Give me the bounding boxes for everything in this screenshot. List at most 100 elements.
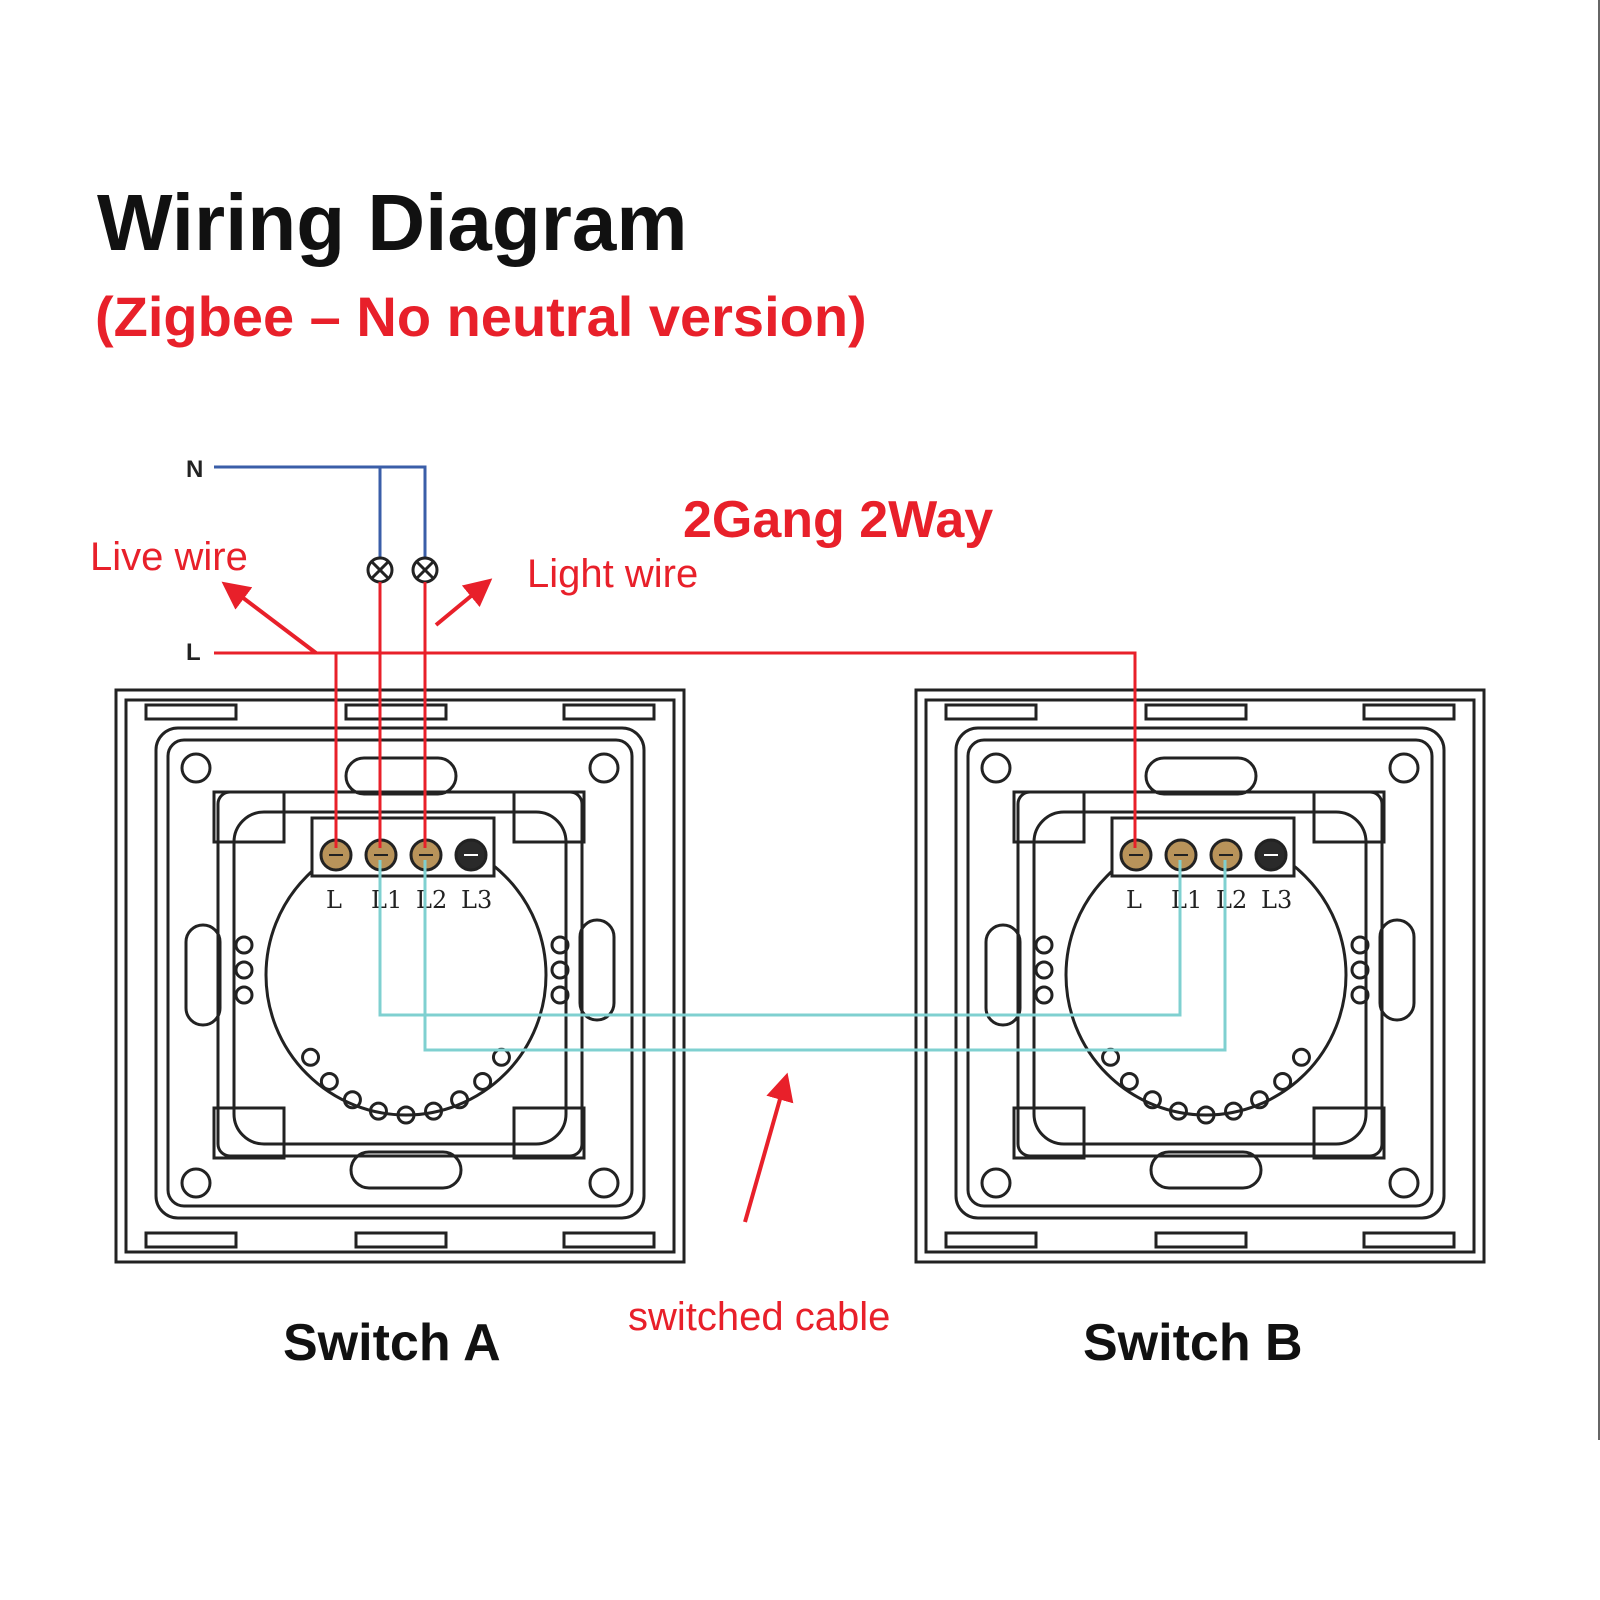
plate-clip	[1362, 1231, 1456, 1249]
side-bump	[550, 985, 570, 1005]
side-bump	[234, 960, 254, 980]
bottom-dimple	[301, 1047, 321, 1067]
plate-clip	[1144, 703, 1248, 721]
mounting-frame	[154, 726, 646, 1220]
plate-clip	[354, 1231, 448, 1249]
switched-cable-2	[423, 860, 1227, 1052]
bottom-dimple	[450, 1090, 470, 1110]
page-edge-line	[1598, 0, 1600, 1440]
module-tab	[512, 1106, 586, 1160]
screw-hole	[588, 752, 620, 784]
switch-module	[216, 790, 584, 1158]
bottom-dimple	[1168, 1101, 1188, 1121]
light-wire-annotation: Light wire	[527, 552, 698, 596]
side-bump	[1350, 985, 1370, 1005]
bottom-dimple	[1196, 1105, 1216, 1125]
switched-cable-arrow-icon	[743, 1072, 794, 1223]
lamp-1-icon	[366, 556, 394, 584]
switch-module	[1016, 790, 1384, 1158]
side-bump	[550, 935, 570, 955]
screw-hole	[980, 1167, 1012, 1199]
terminal-label: L3	[1261, 886, 1292, 914]
mounting-frame-inner	[166, 738, 634, 1208]
mounting-frame-inner	[966, 738, 1434, 1208]
plate-clip	[144, 703, 238, 721]
live-wire-annotation: Live wire	[90, 535, 248, 579]
module-tab	[212, 1106, 286, 1160]
switch-module-inner	[1032, 810, 1368, 1146]
bottom-dimple	[1101, 1047, 1121, 1067]
screw-hole	[980, 752, 1012, 784]
bottom-dimple	[1119, 1071, 1139, 1091]
screw-hole	[1388, 1167, 1420, 1199]
plate-inner-frame	[124, 698, 676, 1254]
plate-clip	[944, 1231, 1038, 1249]
side-bump	[1350, 935, 1370, 955]
bottom-dimple	[1250, 1090, 1270, 1110]
switch-b-plate: L L1 L2 L3	[914, 688, 1486, 1264]
plate-clip	[562, 703, 656, 721]
plate-outer-frame	[914, 688, 1486, 1264]
bottom-dimple	[319, 1071, 339, 1091]
lamp-2-icon	[411, 556, 439, 584]
terminal-label: L1	[1171, 886, 1202, 914]
bottom-dimple	[424, 1101, 444, 1121]
diagram-title: Wiring Diagram	[97, 178, 687, 267]
side-bump	[234, 985, 254, 1005]
screw-hole	[588, 1167, 620, 1199]
screw-hole	[1388, 752, 1420, 784]
switched-cable-1	[378, 860, 1182, 1017]
plate-clip	[344, 703, 448, 721]
bottom-dimple	[1291, 1047, 1311, 1067]
terminal-label: L2	[416, 886, 447, 914]
diagram-subtitle: (Zigbee – No neutral version)	[95, 285, 867, 348]
bottom-dimple	[396, 1105, 416, 1125]
plate-clip	[562, 1231, 656, 1249]
switch-a-caption: Switch A	[283, 1314, 501, 1372]
terminal-label: L3	[461, 886, 492, 914]
screw-hole	[180, 1167, 212, 1199]
bottom-dimple	[1273, 1071, 1293, 1091]
module-tab	[1012, 790, 1086, 844]
plate-outer-frame	[114, 688, 686, 1264]
switch-b-caption: Switch B	[1083, 1314, 1303, 1372]
mounting-slot	[344, 756, 458, 796]
terminal-label: L	[1126, 886, 1142, 914]
live-label: L	[186, 639, 201, 666]
plate-inner-frame	[924, 698, 1476, 1254]
plate-clip	[144, 1231, 238, 1249]
switched-cable-annotation: switched cable	[628, 1295, 890, 1339]
mounting-slot	[1144, 756, 1258, 796]
side-bump	[1034, 985, 1054, 1005]
module-tab	[1012, 1106, 1086, 1160]
bottom-dimple	[342, 1090, 362, 1110]
side-bump	[1034, 960, 1054, 980]
bottom-dimple	[368, 1101, 388, 1121]
plate-clip	[944, 703, 1038, 721]
live-wire	[214, 651, 1137, 848]
mounting-slot	[184, 923, 222, 1027]
module-tab	[212, 790, 286, 844]
screw-hole	[180, 752, 212, 784]
module-tab	[1312, 790, 1386, 844]
bottom-dimple	[1142, 1090, 1162, 1110]
mounting-frame	[954, 726, 1446, 1220]
neutral-wire	[214, 465, 427, 565]
side-bump	[1350, 960, 1370, 980]
plate-clip	[1362, 703, 1456, 721]
neutral-label: N	[186, 456, 203, 483]
mounting-slot	[984, 923, 1022, 1027]
mounting-slot	[1149, 1150, 1263, 1190]
plate-clip	[1154, 1231, 1248, 1249]
mounting-slot	[1378, 918, 1416, 1022]
module-tab	[1312, 1106, 1386, 1160]
terminal-label: L2	[1216, 886, 1247, 914]
light-wire-arrow-icon	[434, 578, 493, 627]
mounting-slot	[349, 1150, 463, 1190]
switch-module-inner	[232, 810, 568, 1146]
terminal-label: L	[326, 886, 342, 914]
bottom-dimple	[491, 1047, 511, 1067]
bottom-dimple	[473, 1071, 493, 1091]
